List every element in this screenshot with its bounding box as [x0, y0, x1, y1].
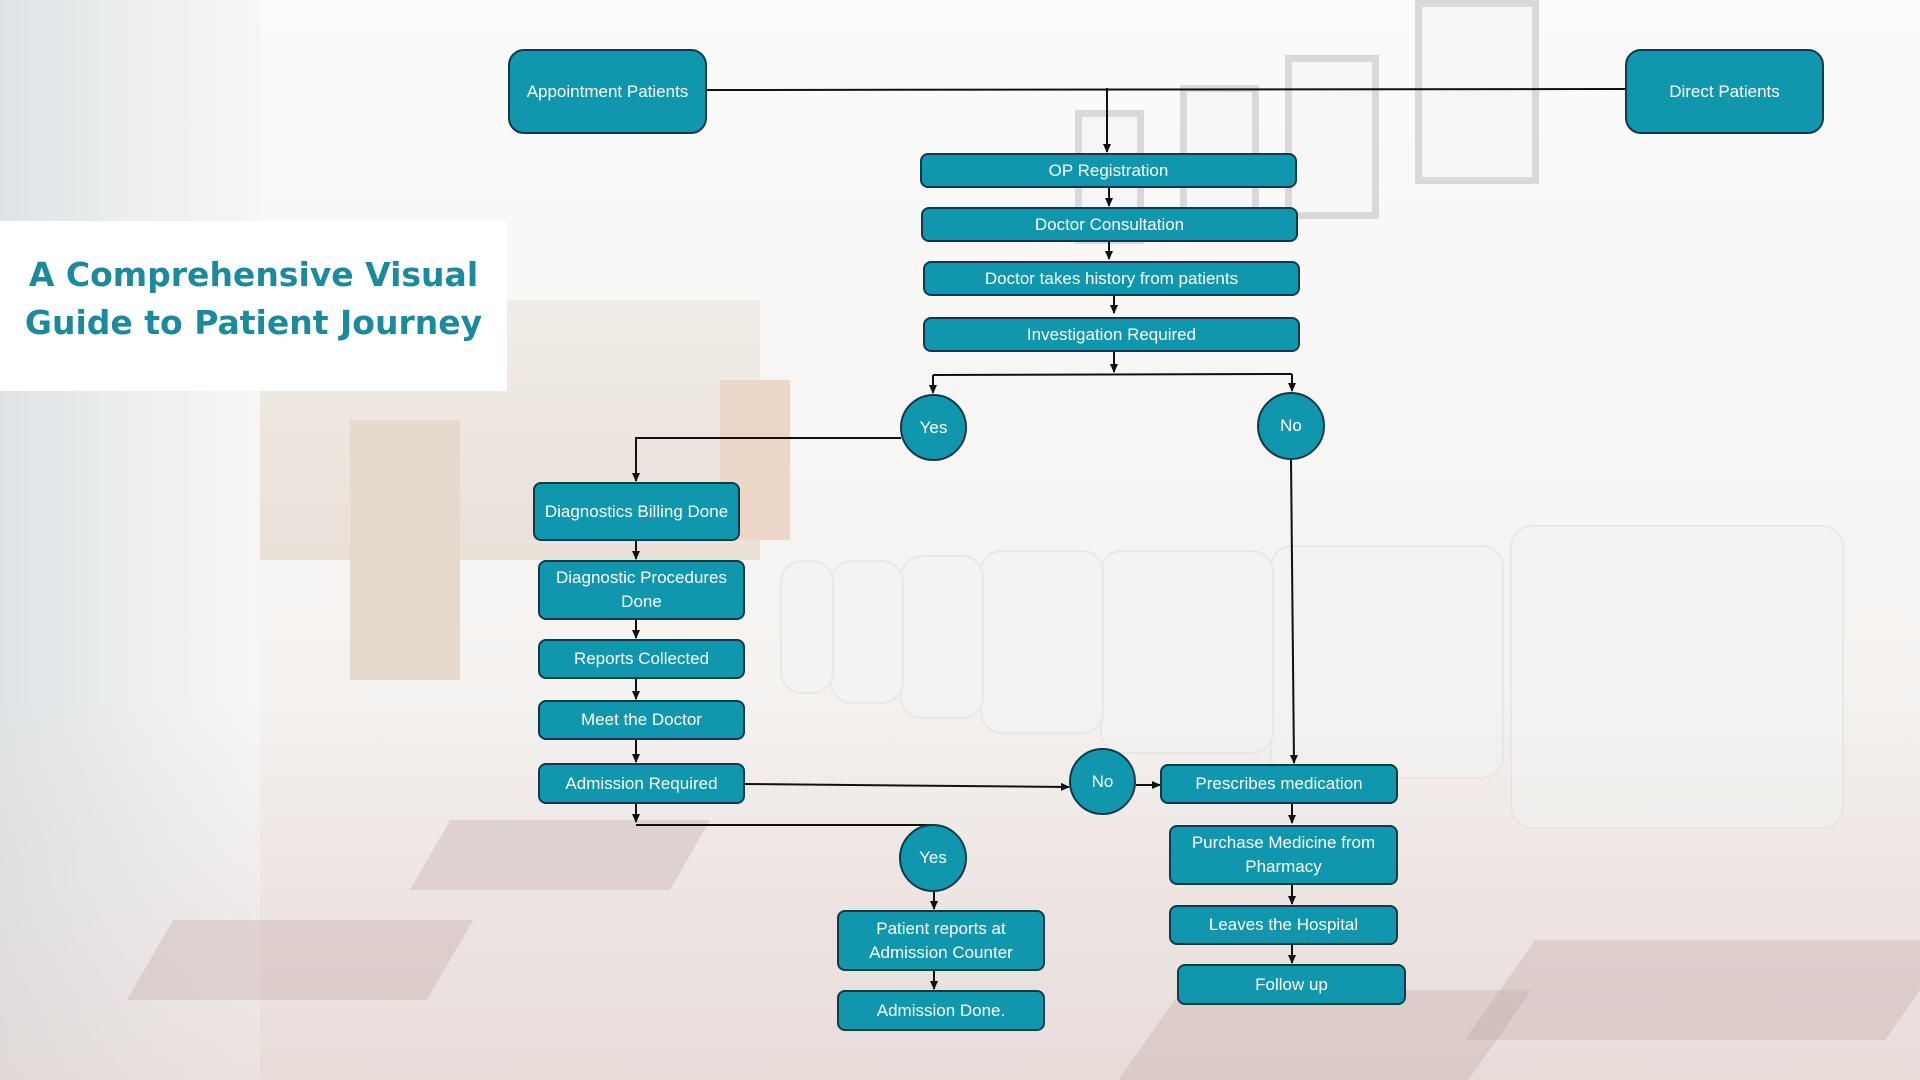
node-label: Meet the Doctor — [581, 710, 702, 729]
node-label: Investigation Required — [1026, 324, 1197, 344]
decision-no-investigation: No — [1257, 392, 1325, 460]
node-appointment-patients: Appointment Patients — [508, 49, 707, 134]
node-investigation-required: Investigation Required — [923, 317, 1300, 352]
title-line-2: Guide to Patient Journey — [24, 303, 483, 342]
node-label: Patient reports at Admission Counter — [869, 918, 1013, 962]
node-leaves-hospital: Leaves the Hospital — [1169, 905, 1398, 945]
node-reports-collected: Reports Collected — [538, 639, 745, 679]
node-direct-patients: Direct Patients — [1625, 49, 1824, 134]
decision-label: No — [1280, 416, 1302, 435]
node-diagnostic-procedures: Diagnostic Procedures Done — [538, 560, 745, 620]
decision-yes-admission: Yes — [899, 824, 967, 892]
decision-no-admission: No — [1069, 748, 1136, 815]
edge-yes-to-diagnostics — [632, 437, 901, 482]
node-admission-required: Admission Required — [538, 763, 745, 804]
edge-investigation-split — [932, 373, 1293, 376]
node-label: Admission Required — [565, 773, 718, 793]
node-doctor-consultation: Doctor Consultation — [921, 207, 1298, 242]
edge-no-investigation-to-prescribes — [1289, 458, 1298, 764]
node-doctor-history: Doctor takes history from patients — [923, 261, 1300, 296]
node-label: Follow up — [1255, 974, 1328, 994]
node-label: Reports Collected — [573, 649, 710, 668]
node-label: Doctor Consultation — [1034, 214, 1185, 234]
node-label: OP Registration — [1048, 160, 1169, 180]
node-label: Diagnostic Procedures Done — [555, 568, 728, 611]
node-patient-reports-admission: Patient reports at Admission Counter — [837, 910, 1045, 971]
node-label: Diagnostics Billing Done — [544, 501, 729, 521]
node-label: Appointment Patients — [526, 81, 689, 101]
title-line-1: A Comprehensive Visual — [28, 255, 479, 294]
edge-admission-to-no — [743, 782, 1070, 791]
node-diagnostics-billing: Diagnostics Billing Done — [533, 482, 740, 541]
page-title: A Comprehensive Visual Guide to Patient … — [0, 251, 507, 347]
node-purchase-medicine: Purchase Medicine from Pharmacy — [1169, 825, 1398, 885]
background-sofa — [780, 560, 834, 694]
node-follow-up: Follow up — [1177, 964, 1406, 1005]
node-admission-done: Admission Done. — [837, 990, 1045, 1031]
decision-label: No — [1091, 771, 1114, 791]
title-card: A Comprehensive Visual Guide to Patient … — [0, 221, 507, 391]
node-label: Direct Patients — [1669, 81, 1780, 101]
node-label: Purchase Medicine from Pharmacy — [1191, 833, 1376, 876]
node-label: Admission Done. — [876, 1000, 1006, 1020]
node-op-registration: OP Registration — [920, 153, 1297, 188]
node-label: Leaves the Hospital — [1208, 915, 1359, 934]
decision-yes-investigation: Yes — [900, 394, 967, 461]
node-meet-doctor: Meet the Doctor — [538, 700, 745, 740]
background-door — [350, 420, 460, 680]
decision-label: Yes — [919, 417, 948, 437]
background-picture-frame — [1285, 55, 1379, 219]
background-picture-frame — [1415, 0, 1539, 184]
node-label: Doctor takes history from patients — [984, 268, 1239, 288]
node-label: Prescribes medication — [1195, 774, 1363, 793]
decision-label: Yes — [919, 848, 947, 867]
background-sofa — [830, 560, 904, 704]
node-prescribes-medication: Prescribes medication — [1160, 764, 1398, 804]
edge-top-horizontal — [706, 88, 1626, 91]
